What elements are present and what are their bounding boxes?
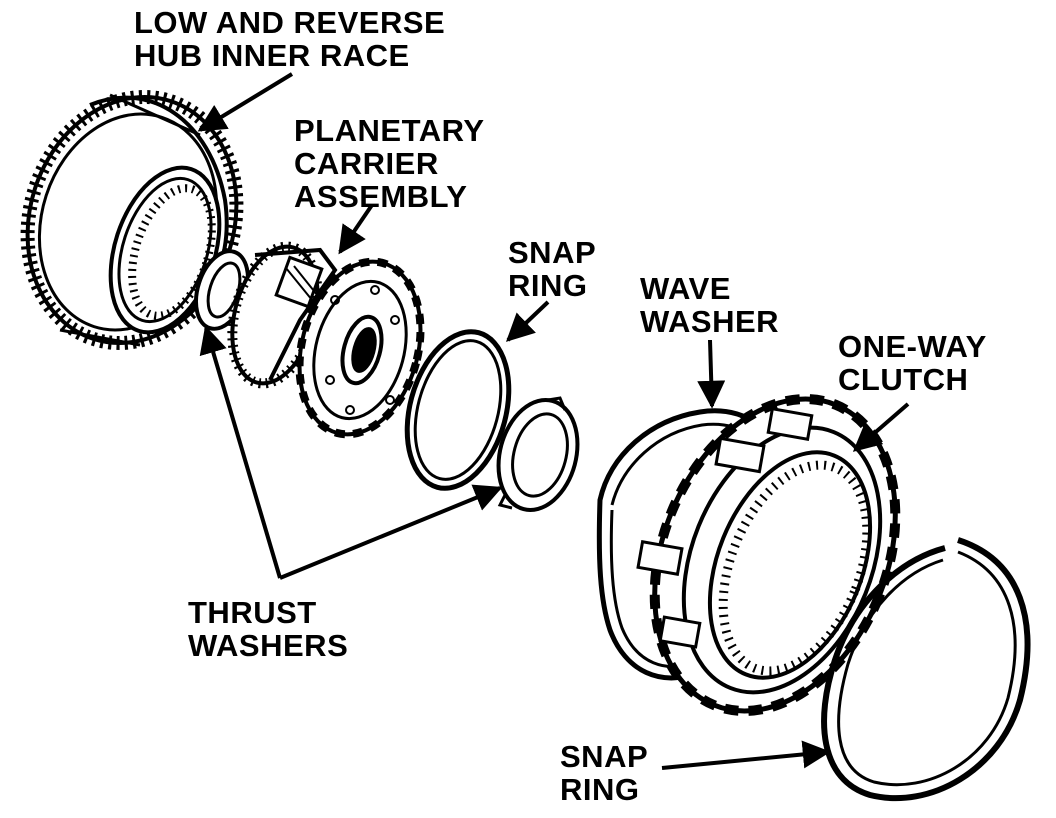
label-planetary-carrier-line1: PLANETARY: [294, 113, 485, 148]
label-one-way-clutch: ONE-WAY CLUTCH: [838, 330, 987, 396]
leader-snap-ring-lower: [661, 740, 831, 770]
label-one-way-clutch-line2: CLUTCH: [838, 362, 969, 397]
label-thrust-washers-line1: THRUST: [188, 595, 317, 630]
label-snap-ring-lower-line1: SNAP: [560, 739, 649, 774]
planetary-carrier-assembly: [227, 241, 425, 439]
label-snap-ring-lower: SNAP RING: [560, 740, 648, 806]
label-thrust-washers: THRUST WASHERS: [188, 596, 348, 662]
snap-ring-lower: [821, 537, 1031, 802]
leader-lines: [197, 72, 910, 770]
label-low-reverse-hub-line2: HUB INNER RACE: [134, 38, 410, 73]
leader-snap-ring-upper: [505, 300, 550, 342]
label-planetary-carrier-line3: ASSEMBLY: [294, 179, 468, 214]
leader-planetary-carrier: [338, 203, 374, 255]
label-one-way-clutch-line1: ONE-WAY: [838, 329, 987, 364]
leader-one-way-clutch: [852, 402, 910, 452]
label-wave-washer: WAVE WASHER: [640, 272, 779, 338]
label-planetary-carrier: PLANETARY CARRIER ASSEMBLY: [294, 114, 485, 213]
snap-ring-upper: [404, 329, 512, 491]
leader-wave-washer: [697, 339, 726, 409]
one-way-clutch: [636, 394, 901, 716]
label-thrust-washers-line2: WASHERS: [188, 628, 349, 663]
thrust-washer-rear: [496, 396, 580, 512]
label-wave-washer-line1: WAVE: [640, 271, 731, 306]
leader-thrust-washer-front: [199, 325, 282, 579]
label-low-reverse-hub-line1: LOW AND REVERSE: [134, 5, 446, 40]
leader-thrust-washer-rear: [279, 484, 503, 580]
label-snap-ring-upper: SNAP RING: [508, 236, 596, 302]
label-snap-ring-lower-line2: RING: [560, 772, 640, 807]
label-low-reverse-hub: LOW AND REVERSE HUB INNER RACE: [134, 6, 445, 72]
label-wave-washer-line2: WASHER: [640, 304, 780, 339]
label-snap-ring-upper-line2: RING: [508, 268, 588, 303]
label-snap-ring-upper-line1: SNAP: [508, 235, 597, 270]
label-planetary-carrier-line2: CARRIER: [294, 146, 439, 181]
leader-low-reverse-hub: [197, 72, 294, 132]
